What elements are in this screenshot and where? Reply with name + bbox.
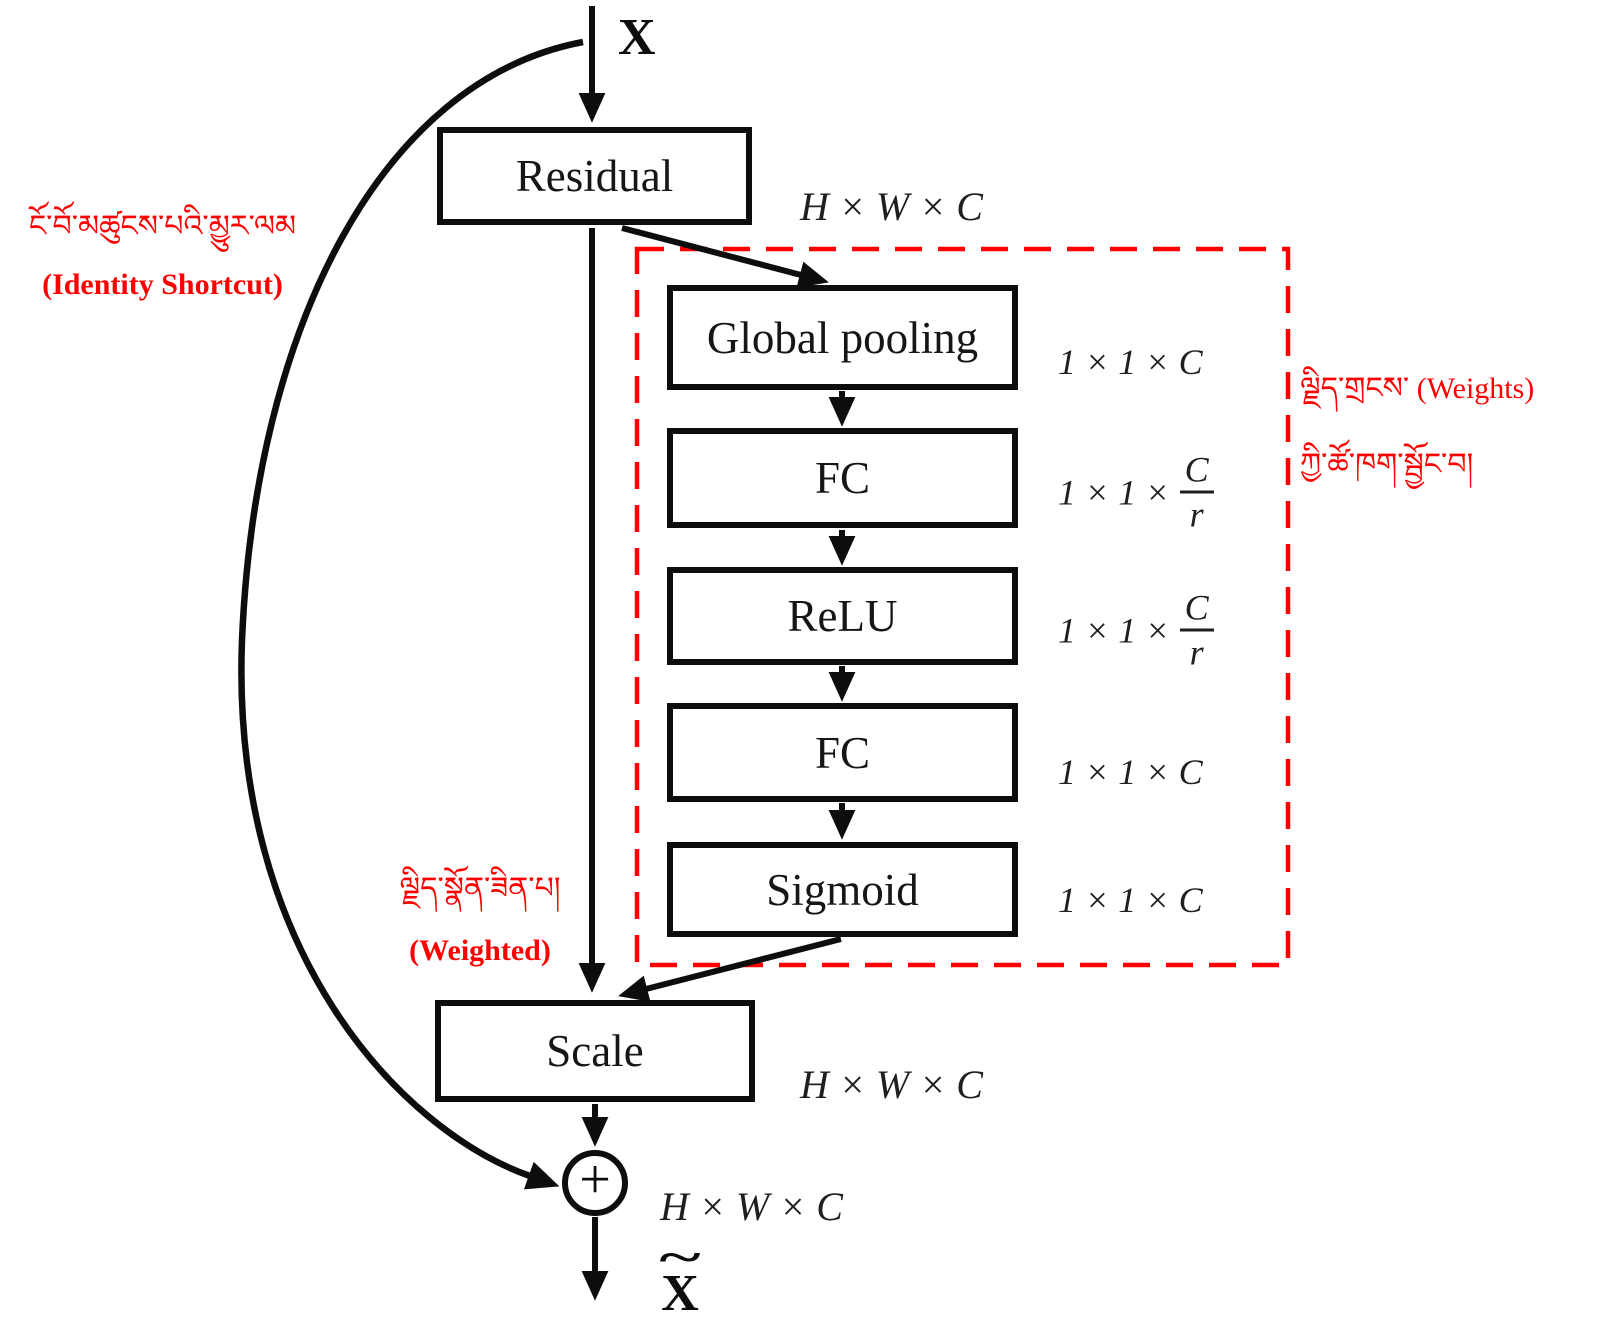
relu-dim-fraction: C r [1179,590,1214,673]
weights-annotation-line1: ལྗིད་གྲངས་ (Weights) [1300,372,1534,407]
scale-node: Scale [435,1000,755,1102]
residual-label: Residual [515,151,674,201]
relu-dim-numerator: C [1179,590,1214,632]
weights-tibetan-line2-text: ཀྱི་ཚོ་ཁག་སྦྱོང་བ། [1300,448,1474,481]
identity-shortcut-english-text: (Identity Shortcut) [42,268,283,301]
global-pooling-node: Global pooling [667,285,1018,390]
identity-shortcut-english: (Identity Shortcut) [5,268,320,303]
weighted-english: (Weighted) [370,934,590,969]
global-pooling-label: Global pooling [706,312,979,363]
scale-label: Scale [546,1026,644,1076]
relu-dim-label: 1 × 1 × C r [1058,590,1214,671]
fc2-label: FC [814,727,871,778]
fc1-dim-fraction: C r [1179,452,1214,535]
plus-icon: + [579,1149,611,1211]
sigmoid-to-scale-arrow [618,936,842,1002]
relu-dim-denominator: r [1189,632,1204,673]
add-dim-label: H × W × C [660,1184,843,1229]
weighted-english-text: (Weighted) [409,934,551,967]
weights-tibetan-line1-text: ལྗིད་གྲངས་ (Weights) [1300,372,1535,405]
fc2-node: FC [667,703,1018,802]
output-tilde-mark: ~ [659,1233,701,1282]
residual-to-globalpooling-arrow [621,225,829,288]
fc1-label: FC [814,453,871,503]
relu-dim-prefix: 1 × 1 × [1058,610,1170,650]
sigmoid-dim-label: 1 × 1 × C [1058,880,1203,920]
residual-dim-label: H × W × C [800,184,983,229]
fc1-dim-prefix: 1 × 1 × [1058,472,1170,512]
global-pooling-dim-label: 1 × 1 × C [1058,342,1203,382]
sigmoid-node: Sigmoid [667,842,1018,937]
residual-node: Residual [437,127,752,225]
scale-dim-label: H × W × C [800,1062,983,1107]
se-block-dashed-border [634,246,1291,968]
sigmoid-label: Sigmoid [766,864,919,915]
identity-shortcut-annotation: ངོ་བོ་མཚུངས་པའི་མྱུར་ལམ [5,210,320,245]
weighted-tibetan-text: ལྗིད་སྣོན་ཟིན་པ། [399,872,561,905]
weights-annotation-line2: ཀྱི་ཚོ་ཁག་སྦྱོང་བ། [1300,448,1473,483]
input-label: X [618,9,656,66]
relu-label: ReLU [787,591,898,641]
relu-node: ReLU [667,567,1018,665]
weighted-annotation: ལྗིད་སྣོན་ཟིན་པ། [370,872,590,907]
fc1-dim-numerator: C [1179,452,1214,494]
add-node: + [562,1150,628,1216]
output-label: ~ X [645,1236,715,1322]
identity-shortcut-tibetan-text: ངོ་བོ་མཚུངས་པའི་མྱུར་ལམ [28,210,297,243]
output-base-letter: X [661,1264,699,1322]
identity-shortcut-curve [238,38,584,1190]
fc2-dim-label: 1 × 1 × C [1058,752,1203,792]
fc1-dim-label: 1 × 1 × C r [1058,452,1214,533]
fc1-node: FC [667,428,1018,528]
fc1-dim-denominator: r [1189,494,1204,535]
